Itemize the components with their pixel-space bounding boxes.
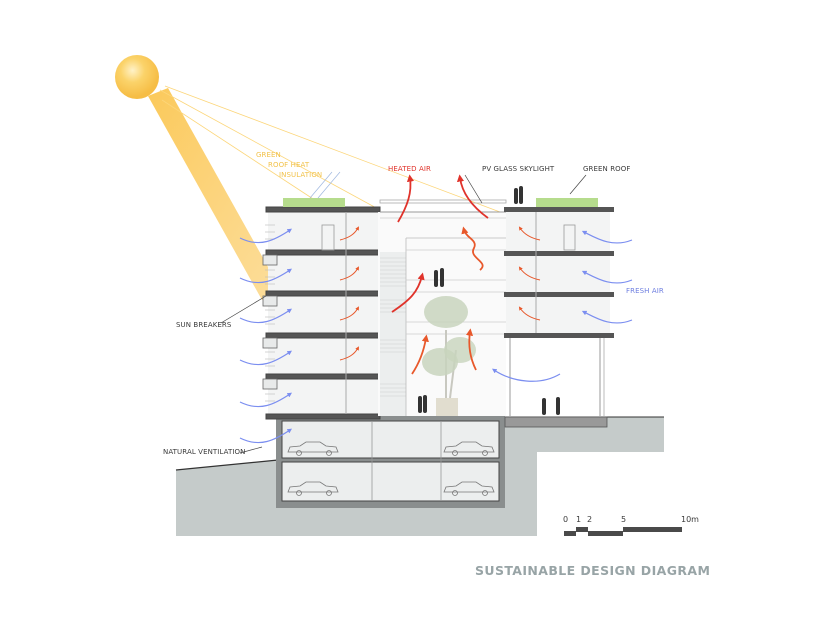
scale-tick-5: 5	[621, 515, 627, 524]
green-roof	[283, 198, 598, 207]
scale-bar	[564, 527, 682, 536]
insulation-leader	[309, 171, 341, 199]
fresh-air-arrows	[239, 228, 633, 444]
label-green-roof-insulation-1: GREEN	[256, 151, 281, 159]
label-natural-ventilation: NATURAL VENTILATION	[163, 448, 246, 456]
label-green-roof: GREEN ROOF	[583, 165, 631, 173]
label-green-roof-insulation-2: ROOF HEAT	[268, 161, 310, 169]
parking-levels	[276, 416, 505, 508]
sun-rays	[148, 85, 501, 300]
label-green-roof-insulation-3: INSULATION	[279, 171, 323, 179]
atrium-tree	[422, 296, 476, 416]
label-pv-glass-skylight: PV GLASS SKYLIGHT	[482, 165, 555, 173]
car-icons	[287, 441, 495, 496]
atrium	[378, 199, 507, 416]
scale-tick-0: 0	[563, 515, 569, 524]
label-fresh-air: FRESH AIR	[626, 287, 664, 295]
right-wing	[504, 207, 614, 428]
scale-tick-10m: 10m	[681, 515, 699, 524]
label-heated-air: HEATED AIR	[388, 165, 431, 173]
people-silhouettes	[418, 186, 560, 415]
leader-lines	[220, 174, 587, 454]
diagram-title: SUSTAINABLE DESIGN DIAGRAM	[475, 563, 711, 578]
sun-icon	[115, 55, 159, 99]
scale-tick-1: 1	[576, 515, 582, 524]
heated-air-arrows	[339, 174, 541, 375]
label-sun-breakers: SUN BREAKERS	[176, 321, 232, 329]
scale-tick-2: 2	[587, 515, 593, 524]
left-wing	[262, 206, 381, 420]
